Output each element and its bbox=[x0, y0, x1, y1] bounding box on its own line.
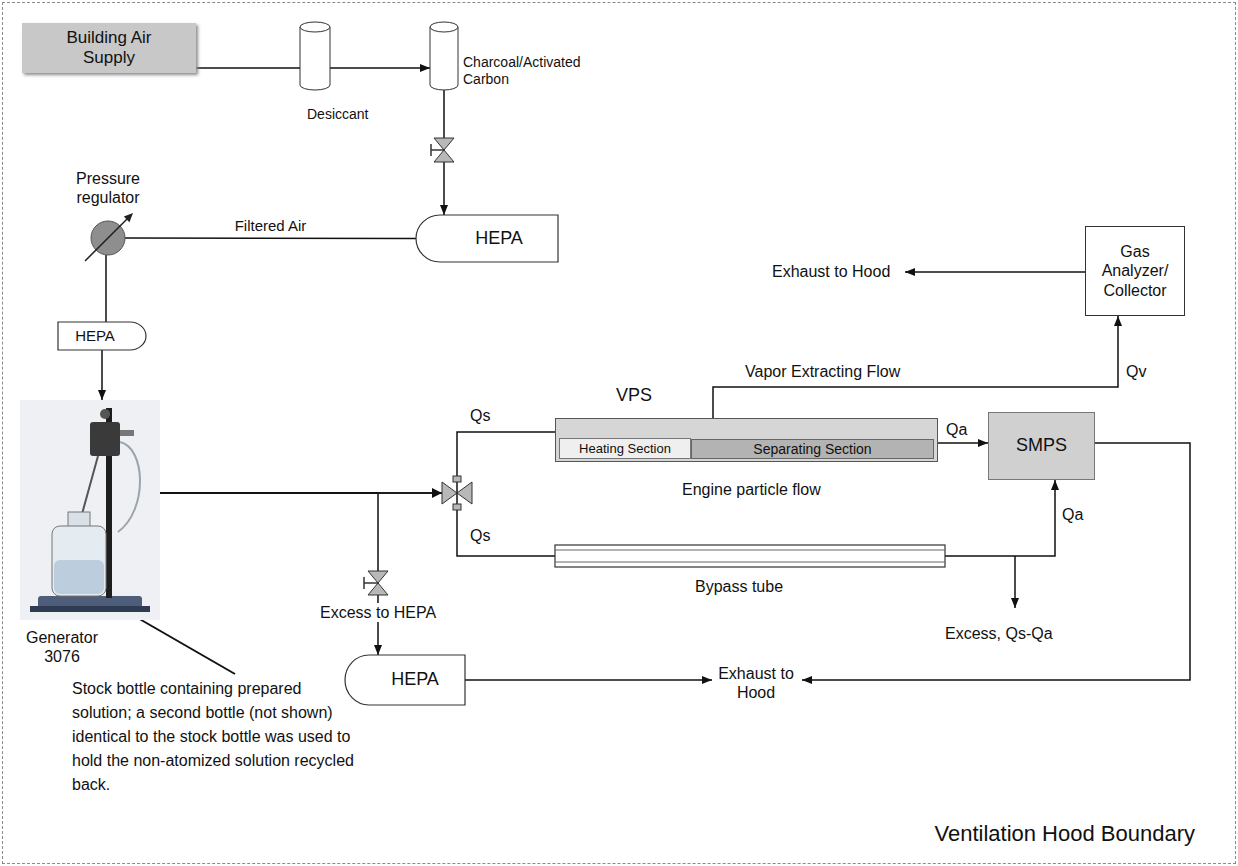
valve-port bbox=[453, 504, 461, 510]
three-way-valve bbox=[432, 476, 472, 510]
exhaust-arrow bbox=[465, 679, 712, 681]
desiccant-cylinder: Desiccant bbox=[300, 22, 330, 90]
cylinder-body bbox=[430, 27, 458, 90]
flow-line bbox=[105, 255, 107, 322]
pressure-regulator-outline bbox=[91, 221, 125, 255]
valve-body bbox=[368, 583, 388, 595]
section-label: Separating Section bbox=[753, 441, 871, 458]
aerosol-generator: Generator 3076 bbox=[20, 400, 160, 620]
filter-label: HEPA bbox=[75, 327, 115, 345]
smps-box: SMPS bbox=[988, 412, 1095, 480]
tube-wall bbox=[555, 545, 945, 567]
box-label: SMPS bbox=[1016, 435, 1067, 457]
aerosol-generator-outline bbox=[20, 400, 160, 620]
part-label: Pressure regulator bbox=[68, 169, 148, 207]
valve-body bbox=[457, 482, 472, 504]
flow-line bbox=[330, 67, 430, 69]
flow-line bbox=[713, 316, 1118, 418]
atomizer-head bbox=[90, 422, 120, 456]
flow-line bbox=[160, 432, 555, 493]
air-supply-box: Building Air Supply bbox=[22, 23, 196, 73]
exhaust-note: Exhaust to Hood bbox=[716, 664, 796, 702]
valve-body bbox=[442, 482, 457, 504]
flow-label: Excess to HEPA bbox=[318, 603, 438, 622]
excess-arrow bbox=[1014, 556, 1016, 608]
tube-bore bbox=[555, 562, 945, 563]
flow-line bbox=[101, 350, 103, 400]
flow-label: Excess, Qs-Qa bbox=[945, 624, 1053, 643]
flow-line bbox=[125, 237, 416, 239]
connector-group bbox=[102, 68, 1118, 655]
flow-symbol: Qa bbox=[946, 420, 967, 439]
boundary-title: Ventilation Hood Boundary bbox=[934, 821, 1195, 847]
hepa-filter: HEPA bbox=[58, 322, 146, 350]
flow-label: Vapor Extracting Flow bbox=[745, 362, 900, 381]
valve-body bbox=[434, 150, 454, 162]
carbon-cylinder-outline bbox=[430, 22, 458, 90]
valve-handle bbox=[363, 577, 365, 589]
generator-plate bbox=[30, 606, 150, 612]
desiccant-cylinder-outline bbox=[300, 22, 330, 90]
feed-tubing bbox=[82, 456, 98, 514]
tube-bore bbox=[555, 550, 945, 551]
box-label: Building Air Supply bbox=[53, 28, 165, 69]
inlet-arrow-head bbox=[432, 488, 442, 498]
bottle-liquid bbox=[54, 560, 104, 594]
excess-valve bbox=[364, 571, 388, 595]
flow-line bbox=[938, 442, 988, 444]
hepa-filter: HEPA bbox=[416, 215, 558, 262]
valve-handle bbox=[430, 144, 432, 156]
part-label: Generator 3076 bbox=[12, 628, 112, 666]
flow-label: Engine particle flow bbox=[682, 480, 821, 499]
filter-label: HEPA bbox=[475, 228, 523, 250]
shutoff-valve bbox=[431, 138, 454, 162]
flow-symbol: Qa bbox=[1062, 505, 1083, 524]
part-label: Charcoal/Activated Carbon bbox=[463, 54, 603, 88]
edge-label: Filtered Air bbox=[235, 217, 307, 235]
hepa-filter: HEPA bbox=[345, 655, 465, 705]
outlet-fitting bbox=[120, 430, 134, 436]
note-text: Stock bottle containing prepared solutio… bbox=[72, 677, 362, 797]
photo-ground bbox=[20, 400, 160, 620]
exhaust-arrow bbox=[905, 271, 1085, 273]
valve-body bbox=[368, 571, 388, 583]
flow-line bbox=[945, 480, 1055, 556]
box-label: Gas Analyzer/ Collector bbox=[1086, 242, 1184, 300]
adjust-arrow bbox=[85, 217, 129, 261]
carbon-cylinder: Charcoal/Activated Carbon bbox=[430, 22, 458, 90]
bypass-tube: Bypass tube bbox=[555, 545, 945, 567]
flow-line bbox=[160, 493, 555, 556]
filter-outline bbox=[345, 655, 465, 705]
adjust-arrow-head bbox=[124, 213, 133, 222]
filter-outline bbox=[416, 215, 558, 262]
valve-body bbox=[434, 138, 454, 150]
cylinder-body bbox=[300, 27, 330, 90]
return-tubing bbox=[118, 442, 140, 532]
pressure-regulator: Pressure regulator bbox=[91, 221, 125, 255]
flow-symbol: Qs bbox=[470, 526, 490, 545]
bypass-tube-outline bbox=[555, 545, 945, 567]
exhaust-note: Exhaust to Hood bbox=[772, 262, 890, 281]
cylinder-top bbox=[300, 22, 330, 32]
flow-line bbox=[160, 493, 378, 655]
heating-section: Heating Section bbox=[559, 438, 691, 459]
flow-line bbox=[196, 67, 300, 69]
valve-handle bbox=[431, 149, 444, 151]
valve-port bbox=[453, 476, 461, 482]
valve-handle bbox=[364, 582, 378, 584]
gas-analyzer-box: Gas Analyzer/ Collector bbox=[1085, 226, 1185, 316]
filter-label: HEPA bbox=[391, 669, 439, 691]
filter-outline bbox=[58, 322, 146, 350]
unit-label: VPS bbox=[616, 385, 652, 407]
flow-symbol: Qv bbox=[1126, 362, 1146, 381]
part-label: Bypass tube bbox=[695, 577, 783, 596]
atomizer-knob bbox=[100, 409, 110, 419]
separating-section: Separating Section bbox=[691, 439, 934, 460]
cylinder-top bbox=[430, 22, 458, 32]
flow-symbol: Qs bbox=[470, 406, 490, 425]
vps-unit: Heating SectionSeparating SectionVPS bbox=[555, 418, 938, 462]
section-label: Heating Section bbox=[579, 441, 671, 457]
stock-bottle bbox=[52, 526, 106, 596]
part-label: Desiccant bbox=[307, 106, 368, 123]
